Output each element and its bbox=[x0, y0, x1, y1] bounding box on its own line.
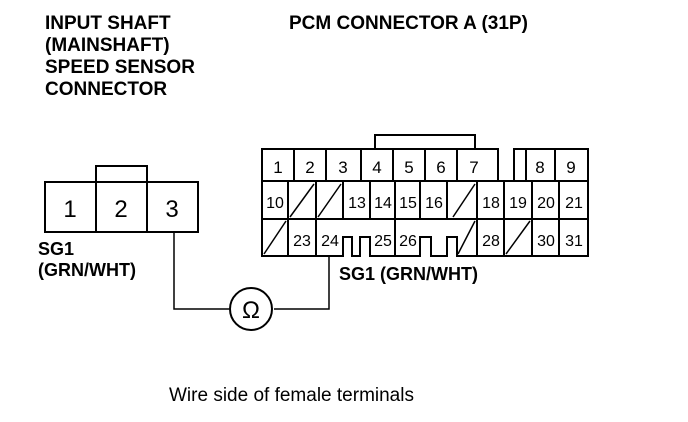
pcm-pin-8: 8 bbox=[535, 158, 544, 177]
pcm-pin-4: 4 bbox=[372, 158, 381, 177]
sensor-signal-label: SG1 bbox=[38, 239, 74, 259]
pcm-pin-14: 14 bbox=[374, 195, 392, 212]
pcm-pin-6: 6 bbox=[436, 158, 445, 177]
sensor-title-line-1: INPUT SHAFT bbox=[45, 13, 171, 34]
pcm-pin-1: 1 bbox=[273, 158, 282, 177]
pcm-pin-2: 2 bbox=[305, 158, 314, 177]
pcm-pin-19: 19 bbox=[509, 195, 527, 212]
sensor-title-line-2: (MAINSHAFT) bbox=[45, 35, 170, 56]
pcm-pin-7: 7 bbox=[469, 158, 478, 177]
pcm-pin-3: 3 bbox=[338, 158, 347, 177]
pcm-pin-28: 28 bbox=[482, 233, 500, 250]
ohmmeter-icon bbox=[229, 287, 273, 331]
sensor-pin-3: 3 bbox=[165, 196, 178, 223]
wire-meter-to-pcm bbox=[274, 256, 330, 310]
pcm-pin-21: 21 bbox=[565, 195, 583, 212]
sensor-connector: 1 2 3 bbox=[44, 165, 199, 233]
pcm-pin-23: 23 bbox=[293, 233, 311, 250]
pcm-pin-25: 25 bbox=[374, 233, 392, 250]
sensor-connector-title: INPUT SHAFT (MAINSHAFT) SPEED SENSOR CON… bbox=[45, 13, 195, 100]
pcm-pin-5: 5 bbox=[404, 158, 413, 177]
pcm-connector-body bbox=[261, 148, 589, 257]
pcm-pin-26: 26 bbox=[399, 233, 417, 250]
pcm-pin-24: 24 bbox=[321, 233, 339, 250]
wire-sensor-to-meter bbox=[173, 232, 229, 310]
sensor-wire-color-label: (GRN/WHT) bbox=[38, 260, 136, 280]
sensor-pin-2: 2 bbox=[114, 196, 127, 223]
sensor-title-line-4: CONNECTOR bbox=[45, 79, 167, 100]
pcm-pin-15: 15 bbox=[399, 195, 417, 212]
empty-cavity-marks bbox=[263, 183, 531, 255]
sensor-connector-lock-tab bbox=[95, 165, 148, 183]
pcm-connector-lock-tab bbox=[374, 134, 476, 150]
pcm-pin-13: 13 bbox=[348, 195, 366, 212]
pcm-pin-30: 30 bbox=[537, 233, 555, 250]
pcm-pin-18: 18 bbox=[482, 195, 500, 212]
ohmmeter-symbol: Ω bbox=[242, 297, 260, 324]
sensor-connector-body bbox=[44, 181, 199, 233]
sensor-pin-1: 1 bbox=[63, 196, 76, 223]
diagram-caption: Wire side of female terminals bbox=[169, 385, 414, 406]
sensor-title-line-3: SPEED SENSOR bbox=[45, 57, 195, 78]
pcm-pin-20: 20 bbox=[537, 195, 555, 212]
pcm-signal-label: SG1 (GRN/WHT) bbox=[339, 264, 478, 284]
pcm-pin-10: 10 bbox=[266, 195, 284, 212]
test-wiring: Ω bbox=[173, 232, 330, 331]
pcm-pin-16: 16 bbox=[425, 195, 443, 212]
pcm-connector-title: PCM CONNECTOR A (31P) bbox=[289, 13, 528, 34]
pcm-connector: 1 2 3 4 5 6 7 8 9 10 13 14 15 16 18 19 2… bbox=[261, 134, 589, 257]
pcm-pin-31: 31 bbox=[565, 233, 583, 250]
pcm-pin-9: 9 bbox=[566, 158, 575, 177]
